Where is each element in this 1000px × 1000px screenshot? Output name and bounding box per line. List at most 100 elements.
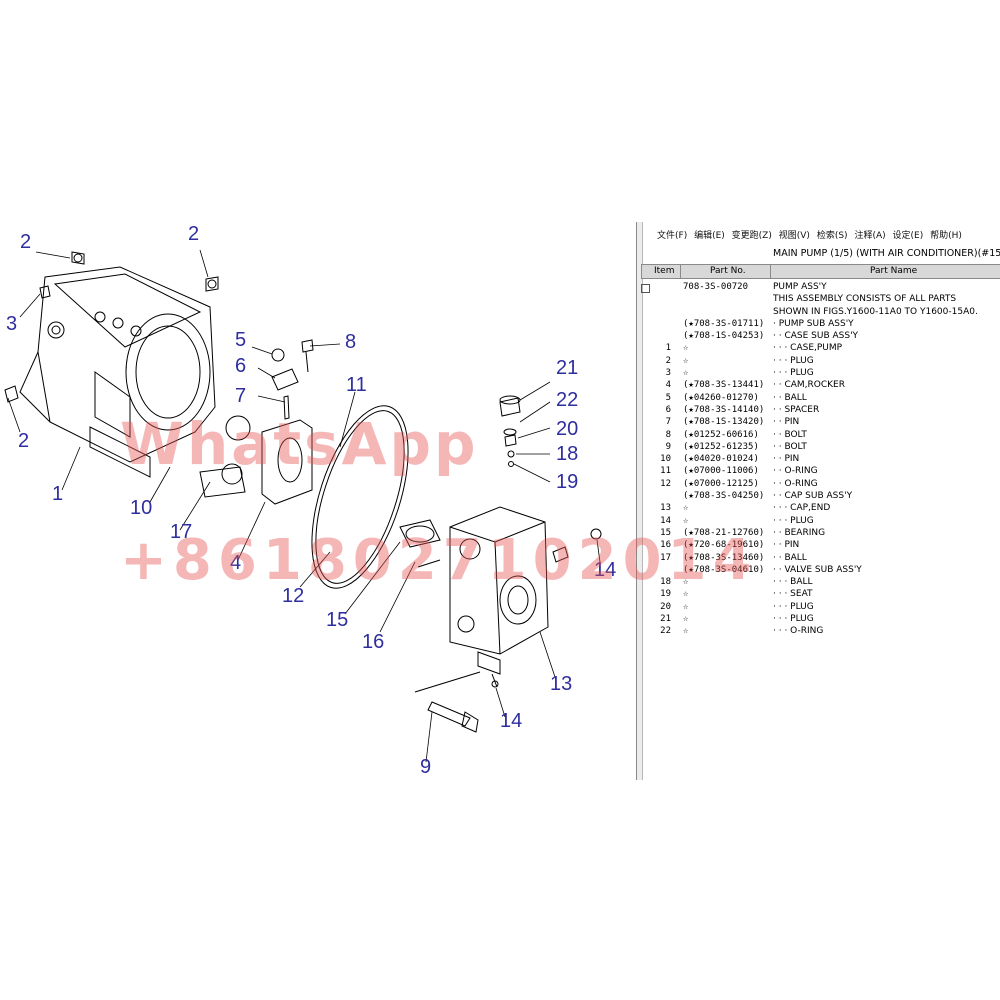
part-number-cell: (★07000-12125) bbox=[683, 478, 759, 489]
column-header-part-no[interactable]: Part No. bbox=[710, 266, 746, 276]
o-ring-drawing bbox=[311, 405, 409, 589]
bolt-drawing bbox=[414, 671, 481, 733]
leader-lines bbox=[7, 249, 601, 763]
part-name-cell: · · PIN bbox=[773, 417, 800, 428]
callout-20: 20 bbox=[556, 418, 579, 440]
table-row[interactable]: 1☆· · · CASE,PUMP bbox=[637, 343, 1000, 355]
table-row[interactable]: 13☆· · · CAP,END bbox=[637, 503, 1000, 515]
table-row[interactable]: 7(★708-1S-13420)· · PIN bbox=[637, 417, 1000, 429]
part-name-cell: · · · PLUG bbox=[773, 355, 814, 366]
part-name-cell: THIS ASSEMBLY CONSISTS OF ALL PARTS bbox=[773, 294, 957, 305]
table-row[interactable]: 22☆· · · O-RING bbox=[637, 626, 1000, 638]
table-row[interactable]: 5 (★04260-01270) · · BALL bbox=[637, 393, 1000, 405]
menu-file[interactable]: 文件(F) bbox=[657, 231, 688, 241]
part-number-cell: ☆ bbox=[683, 626, 689, 637]
column-divider bbox=[770, 265, 771, 278]
table-row[interactable]: 3☆· · · PLUG bbox=[637, 368, 1000, 380]
table-row[interactable]: (★708-3S-04250)· · CAP SUB ASS'Y bbox=[637, 491, 1000, 503]
item-number-cell: 21 bbox=[660, 614, 671, 625]
table-row[interactable]: 19☆· · · SEAT bbox=[637, 589, 1000, 601]
end-cap-drawing bbox=[449, 506, 602, 688]
exploded-view-drawing bbox=[4, 249, 602, 763]
part-name-cell: · · CASE SUB ASS'Y bbox=[773, 331, 859, 342]
callout-8: 8 bbox=[345, 331, 357, 353]
item-number-cell: 19 bbox=[660, 589, 671, 600]
table-row[interactable]: 15(★708-21-12760)· · BEARING bbox=[637, 528, 1000, 540]
part-number-cell: ☆ bbox=[683, 601, 689, 612]
table-row[interactable]: 10(★04020-01024)· · PIN bbox=[637, 454, 1000, 466]
callout-7: 7 bbox=[235, 385, 247, 407]
table-row[interactable]: 14☆· · · PLUG bbox=[637, 516, 1000, 528]
menu-annotate[interactable]: 注释(A) bbox=[854, 231, 886, 241]
part-name-cell: · · PIN bbox=[773, 454, 800, 465]
callout-16: 16 bbox=[362, 631, 385, 653]
part-name-cell: · · CAP SUB ASS'Y bbox=[773, 491, 853, 502]
callout-10: 10 bbox=[130, 497, 153, 519]
part-name-cell: · · BEARING bbox=[773, 527, 826, 538]
table-row[interactable]: (★708-3S-01711)· PUMP SUB ASS'Y bbox=[637, 319, 1000, 331]
menu-search[interactable]: 检索(S) bbox=[816, 231, 848, 241]
row-checkbox[interactable] bbox=[641, 284, 650, 293]
item-number-cell: 9 bbox=[665, 441, 671, 452]
table-row[interactable]: 20☆· · · PLUG bbox=[637, 602, 1000, 614]
table-row[interactable]: 17(★708-3S-13460)· · BALL bbox=[637, 553, 1000, 565]
bearing-drawing bbox=[399, 519, 441, 568]
pump-case-drawing bbox=[19, 266, 216, 478]
table-row[interactable]: 8(★01252-60616)· · BOLT bbox=[637, 430, 1000, 442]
part-name-cell: · · · BALL bbox=[773, 577, 813, 588]
part-name-cell: · · PIN bbox=[773, 540, 800, 551]
callout-2: 2 bbox=[20, 231, 32, 253]
table-row[interactable]: SHOWN IN FIGS.Y1600-11A0 TO Y1600-15A0. bbox=[637, 307, 1000, 319]
plug-parts bbox=[4, 251, 219, 403]
column-header-item[interactable]: Item bbox=[654, 266, 675, 276]
table-row[interactable]: 9(★01252-61235)· · BOLT bbox=[637, 442, 1000, 454]
table-row[interactable]: 6(★708-3S-14140)· · SPACER bbox=[637, 405, 1000, 417]
menu-view[interactable]: 视图(V) bbox=[778, 231, 810, 241]
scrollbar[interactable] bbox=[637, 222, 643, 780]
menu-change[interactable]: 变更跑(Z) bbox=[731, 231, 772, 241]
part-number-cell: (★708-21-12760) bbox=[683, 527, 765, 538]
part-name-cell: · · BALL bbox=[773, 552, 807, 563]
table-row[interactable]: (★708-3S-04610)· · VALVE SUB ASS'Y bbox=[637, 565, 1000, 577]
table-row[interactable]: 2☆· · · PLUG bbox=[637, 356, 1000, 368]
table-row[interactable]: 21☆· · · PLUG bbox=[637, 614, 1000, 626]
part-number-cell: (★01252-60616) bbox=[683, 429, 759, 440]
part-name-cell: · · O-RING bbox=[773, 466, 818, 477]
part-number-cell: (★708-3S-01711) bbox=[683, 318, 765, 329]
part-name-cell: · · CAM,ROCKER bbox=[773, 380, 845, 391]
callout-1: 1 bbox=[52, 483, 64, 505]
item-number-cell: 5 bbox=[665, 392, 671, 403]
menu-bar: 文件(F) 编辑(E) 变更跑(Z) 视图(V) 检索(S) 注释(A) 设定(… bbox=[657, 228, 966, 241]
table-row[interactable]: 18☆· · · BALL bbox=[637, 577, 1000, 589]
menu-help[interactable]: 帮助(H) bbox=[930, 231, 962, 241]
table-row[interactable]: (★708-1S-04253)· · CASE SUB ASS'Y bbox=[637, 331, 1000, 343]
column-header-part-name[interactable]: Part Name bbox=[870, 266, 918, 276]
table-row[interactable]: 12(★07000-12125)· · O-RING bbox=[637, 479, 1000, 491]
callout-21: 21 bbox=[556, 357, 579, 379]
part-name-cell: · · · CASE,PUMP bbox=[773, 343, 843, 354]
menu-edit[interactable]: 编辑(E) bbox=[694, 231, 725, 241]
part-name-cell: · · BALL bbox=[773, 392, 807, 403]
table-row[interactable]: 4(★708-3S-13441)· · CAM,ROCKER bbox=[637, 380, 1000, 392]
part-name-cell: · · · PLUG bbox=[773, 368, 814, 379]
part-number-cell: (★04260-01270) bbox=[683, 392, 759, 403]
part-name-cell: · · · O-RING bbox=[773, 626, 824, 637]
callout-12: 12 bbox=[282, 585, 305, 607]
item-number-cell: 13 bbox=[660, 503, 671, 514]
table-row[interactable]: THIS ASSEMBLY CONSISTS OF ALL PARTS bbox=[637, 294, 1000, 306]
part-number-cell: 708-3S-00720 bbox=[683, 282, 749, 292]
callout-6: 6 bbox=[235, 355, 247, 377]
callout-22: 22 bbox=[556, 389, 579, 411]
cam-rocker-drawing bbox=[199, 339, 314, 505]
part-number-cell: (★708-3S-13460) bbox=[683, 552, 765, 563]
item-number-cell: 20 bbox=[660, 601, 671, 612]
callout-9: 9 bbox=[420, 756, 432, 778]
part-number-cell: (★04020-01024) bbox=[683, 454, 759, 465]
menu-settings[interactable]: 设定(E) bbox=[892, 231, 924, 241]
part-name-cell: · · · CAP,END bbox=[773, 503, 831, 514]
table-row[interactable]: 11(★07000-11006)· · O-RING bbox=[637, 466, 1000, 478]
part-number-cell: ☆ bbox=[683, 343, 689, 354]
part-name-cell: · · · PLUG bbox=[773, 515, 814, 526]
table-row[interactable]: 16(★720-68-19610)· · PIN bbox=[637, 540, 1000, 552]
